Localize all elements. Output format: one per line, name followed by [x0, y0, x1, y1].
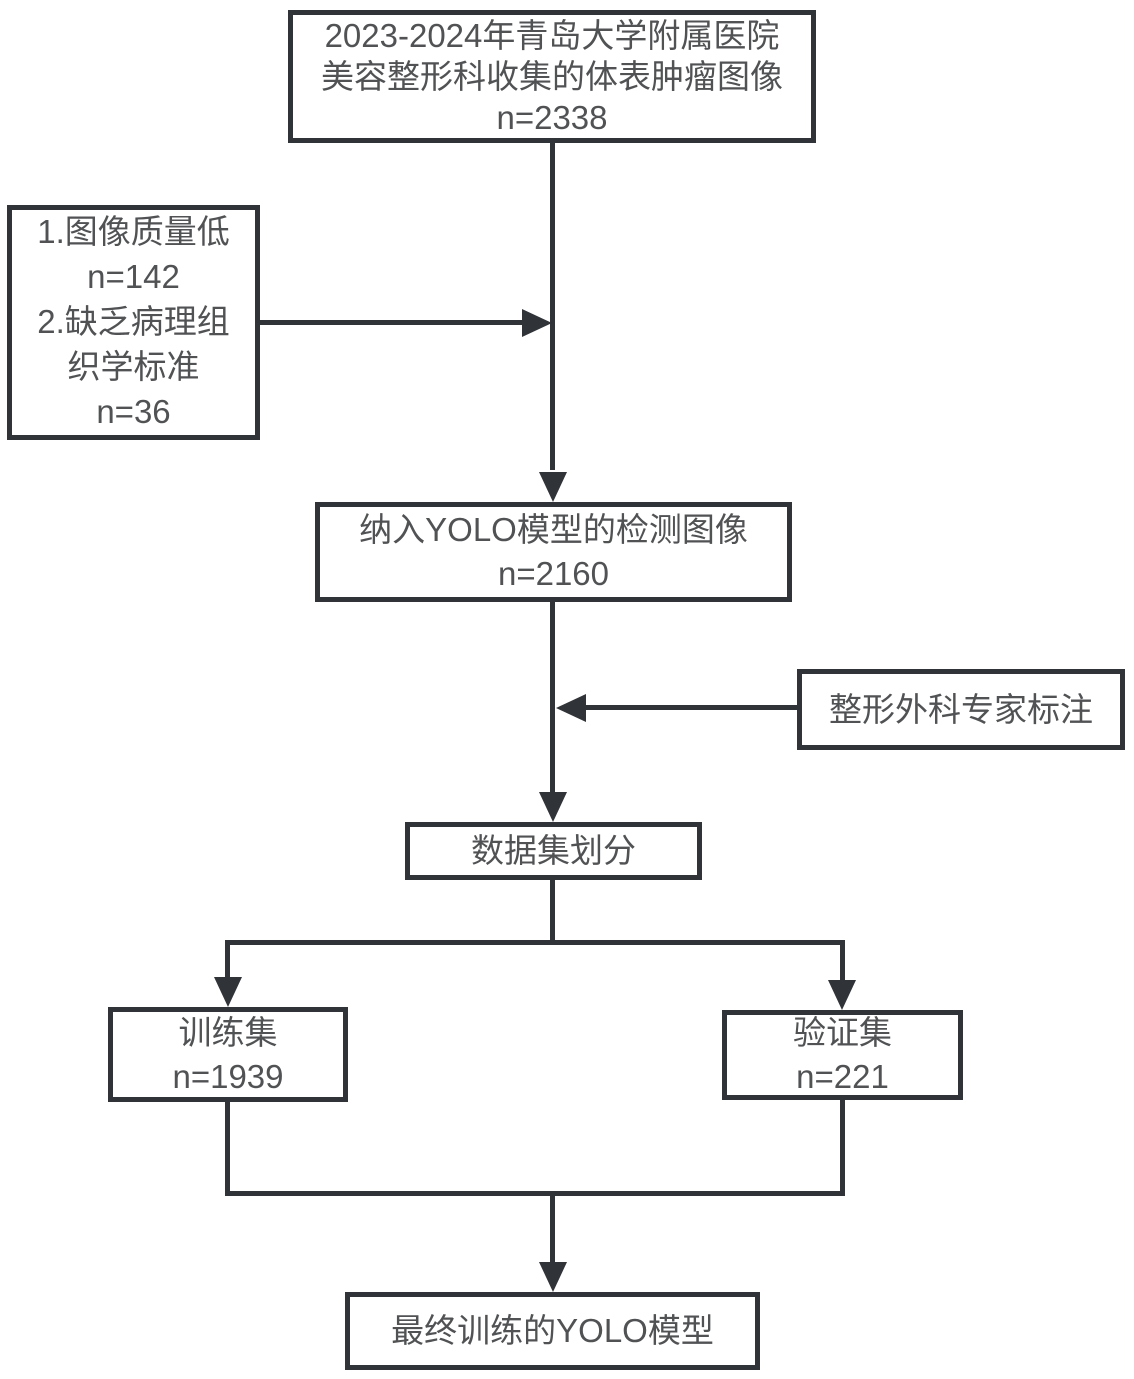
node-validation-set-text: 验证集 n=221: [793, 1014, 892, 1095]
node-included-images-text: 纳入YOLO模型的检测图像 n=2160: [359, 511, 748, 592]
arrowhead-into-train: [214, 977, 242, 1007]
arrowhead-into-included: [539, 472, 567, 502]
node-dataset-split-text: 数据集划分: [471, 832, 636, 870]
arrowhead-exclusion-to-line: [522, 309, 552, 337]
arrowhead-into-final: [539, 1262, 567, 1292]
arrowhead-annotation-to-line: [556, 694, 586, 722]
connector-merge-crossbar: [225, 1191, 845, 1196]
node-training-set-text: 训练集 n=1939: [172, 1013, 284, 1095]
arrowhead-into-validation: [828, 980, 856, 1010]
node-exclusion-criteria-text: 1.图像质量低 n=142 2.缺乏病理组 织学标准 n=36: [37, 213, 230, 430]
connector-split-to-validation: [840, 940, 845, 980]
connector-exclusion-branch: [260, 320, 522, 325]
connector-train-down: [225, 1102, 230, 1196]
connector-annotation-branch: [586, 705, 797, 710]
connector-source-to-included: [550, 143, 555, 470]
connector-included-to-split: [550, 602, 555, 792]
node-training-set: 训练集 n=1939: [108, 1007, 348, 1102]
node-expert-annotation-text: 整形外科专家标注: [829, 690, 1093, 728]
connector-split-crossbar: [225, 940, 845, 945]
node-dataset-split: 数据集划分: [405, 822, 702, 880]
arrowhead-into-split: [539, 792, 567, 822]
node-source-images: 2023-2024年青岛大学附属医院 美容整形科收集的体表肿瘤图像 n=2338: [288, 10, 816, 143]
connector-split-stem: [550, 879, 555, 945]
node-expert-annotation: 整形外科专家标注: [797, 669, 1125, 750]
connector-validation-down: [840, 1100, 845, 1196]
node-final-model-text: 最终训练的YOLO模型: [391, 1312, 714, 1350]
node-included-images: 纳入YOLO模型的检测图像 n=2160: [315, 502, 792, 602]
connector-merge-to-final: [550, 1196, 555, 1262]
node-exclusion-criteria: 1.图像质量低 n=142 2.缺乏病理组 织学标准 n=36: [7, 205, 260, 440]
node-validation-set: 验证集 n=221: [722, 1010, 963, 1100]
node-final-model: 最终训练的YOLO模型: [345, 1292, 760, 1370]
node-source-images-text: 2023-2024年青岛大学附属医院 美容整形科收集的体表肿瘤图像 n=2338: [321, 16, 783, 137]
connector-split-to-train: [225, 940, 230, 977]
